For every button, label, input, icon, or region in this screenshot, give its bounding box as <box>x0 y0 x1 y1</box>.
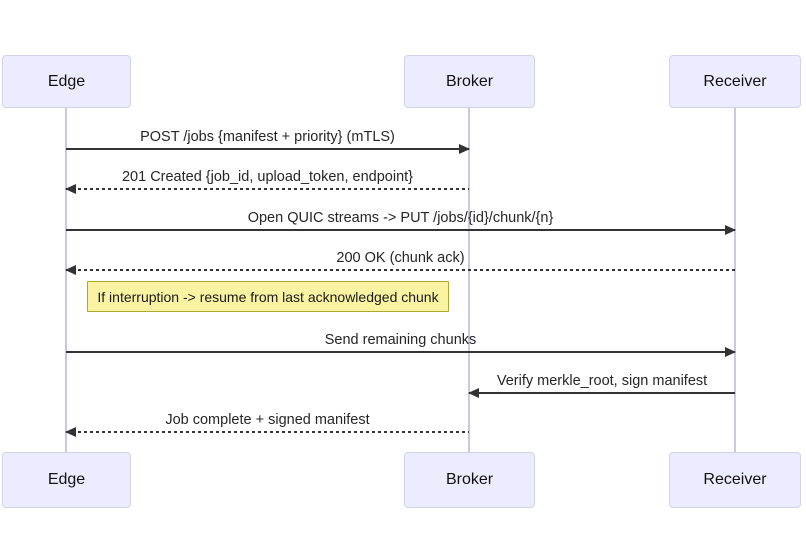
note-resume: If interruption -> resume from last ackn… <box>87 281 449 312</box>
message-201-created-label: 201 Created {job_id, upload_token, endpo… <box>121 169 414 185</box>
message-send-chunks-arrow <box>66 347 736 357</box>
lifeline-receiver <box>734 108 736 452</box>
actor-broker-label: Broker <box>445 72 494 90</box>
actor-broker-bottom: Broker <box>404 452 535 508</box>
actor-receiver-label: Receiver <box>703 72 767 90</box>
message-post-jobs-arrow <box>66 144 470 154</box>
actor-broker-top: Broker <box>404 55 535 108</box>
arrowhead-right-icon <box>725 225 736 235</box>
actor-edge-label: Edge <box>47 471 86 488</box>
arrowhead-left-icon <box>65 265 76 275</box>
arrowhead-left-icon <box>65 427 76 437</box>
lifeline-edge <box>65 108 67 452</box>
arrowhead-right-icon <box>459 144 470 154</box>
message-send-chunks-label: Send remaining chunks <box>324 332 477 348</box>
actor-edge-label: Edge <box>47 72 86 90</box>
message-200-ok: 200 OK (chunk ack) <box>65 250 735 275</box>
arrowhead-left-icon <box>65 184 76 194</box>
message-201-created: 201 Created {job_id, upload_token, endpo… <box>65 169 469 194</box>
lifeline-broker <box>468 108 470 452</box>
message-201-created-arrow <box>65 184 469 194</box>
actor-receiver-label: Receiver <box>703 471 767 488</box>
message-verify-merkle-label: Verify merkle_root, sign manifest <box>496 373 708 389</box>
actor-receiver-top: Receiver <box>669 55 801 108</box>
message-job-complete-arrow <box>65 427 469 437</box>
actor-receiver-bottom: Receiver <box>669 452 801 508</box>
message-post-jobs: POST /jobs {manifest + priority} (mTLS) <box>66 129 470 154</box>
message-send-chunks: Send remaining chunks <box>66 332 736 357</box>
message-job-complete-label: Job complete + signed manifest <box>165 412 370 428</box>
actor-broker-label: Broker <box>445 471 494 488</box>
note-resume-label: If interruption -> resume from last ackn… <box>97 288 439 305</box>
message-post-jobs-label: POST /jobs {manifest + priority} (mTLS) <box>140 129 395 145</box>
message-verify-merkle: Verify merkle_root, sign manifest <box>468 373 735 398</box>
message-open-quic: Open QUIC streams -> PUT /jobs/{id}/chun… <box>66 210 736 235</box>
message-200-ok-arrow <box>65 265 735 275</box>
message-open-quic-label: Open QUIC streams -> PUT /jobs/{id}/chun… <box>247 210 554 226</box>
message-open-quic-arrow <box>66 225 736 235</box>
actor-edge-top: Edge <box>2 55 131 108</box>
message-job-complete: Job complete + signed manifest <box>65 412 469 437</box>
message-verify-merkle-arrow <box>468 388 735 398</box>
arrowhead-left-icon <box>468 388 479 398</box>
arrowhead-right-icon <box>725 347 736 357</box>
message-200-ok-label: 200 OK (chunk ack) <box>336 250 465 266</box>
actor-edge-bottom: Edge <box>2 452 131 508</box>
